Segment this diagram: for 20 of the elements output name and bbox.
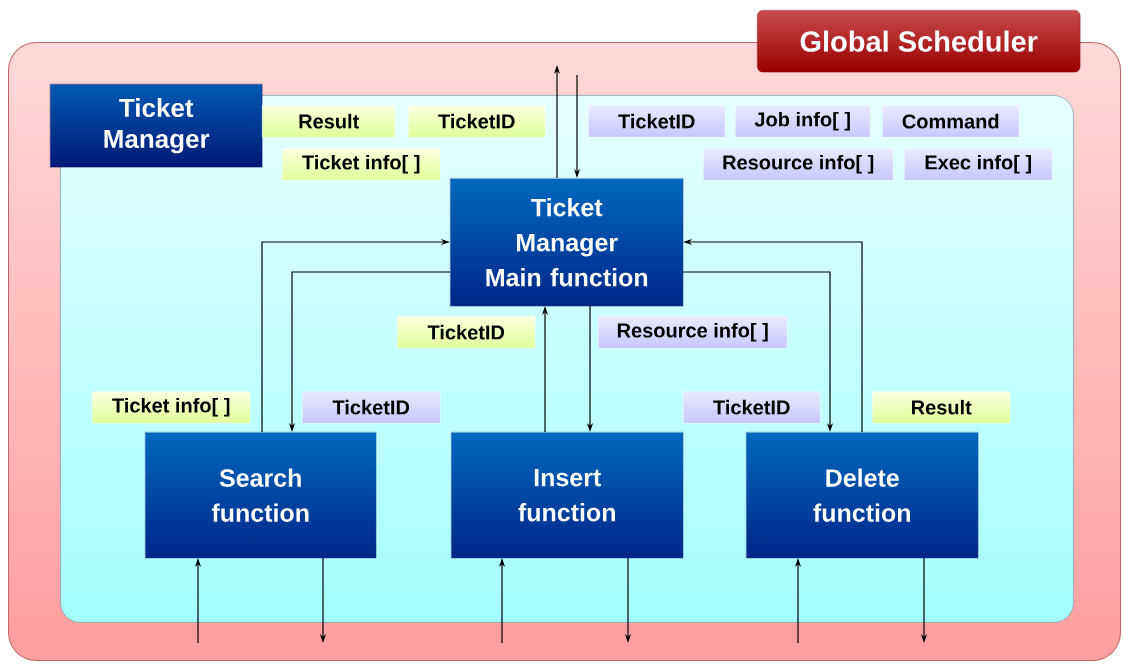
data-tag: TicketID (397, 316, 536, 349)
function-box: Search function (145, 432, 377, 559)
data-tag: Ticket info[ ] (92, 391, 251, 424)
function-box: Ticket Manager Main function (450, 178, 684, 307)
data-tag: TicketID (408, 105, 546, 138)
data-tag: Result (872, 391, 1011, 424)
data-tag: TicketID (588, 105, 726, 138)
data-tag: Result (262, 105, 396, 138)
heading-tab: Ticket Manager (50, 84, 263, 168)
data-tag: Resource info[ ] (703, 148, 894, 181)
data-tag: Exec info[ ] (904, 148, 1053, 181)
data-tag: Job info[ ] (735, 105, 871, 138)
data-tag: TicketID (683, 391, 821, 424)
data-tag: Command (882, 105, 1020, 138)
function-box: Insert function (451, 432, 684, 559)
function-box: Delete function (746, 432, 979, 559)
title-tab: Global Scheduler (757, 10, 1081, 73)
data-tag: Ticket info[ ] (282, 148, 441, 181)
data-tag: TicketID (302, 391, 441, 424)
data-tag: Resource info[ ] (598, 316, 788, 349)
